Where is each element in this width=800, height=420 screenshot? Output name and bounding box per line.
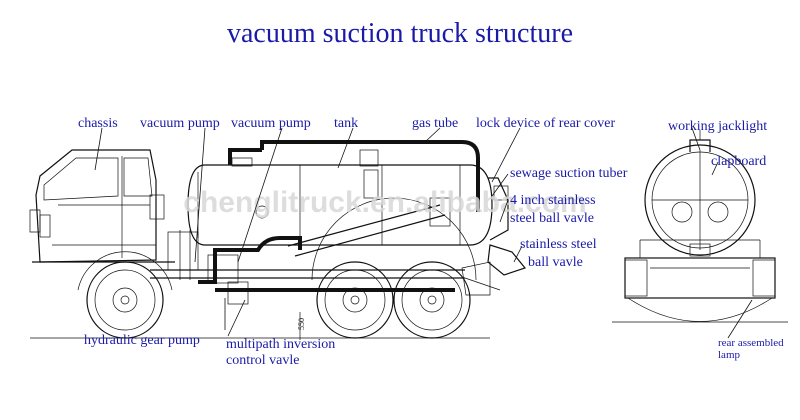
rear-tank-circle (644, 144, 756, 256)
label-inch-stainless-2: steel ball vavle (510, 211, 594, 226)
rear-wheel-1 (316, 261, 394, 339)
chassis-frame (32, 230, 465, 280)
rear-axle-arc (627, 297, 773, 322)
label-vacuum-pump-2: vacuum pump (231, 116, 311, 131)
label-stainless-steel-1: stainless steel (520, 237, 597, 252)
label-hydraulic-gear-pump: hydraulic gear pump (84, 333, 200, 348)
dimension-mark: 550 (297, 312, 306, 340)
piping (198, 197, 455, 305)
label-chassis: chassis (78, 116, 118, 131)
label-gas-tube: gas tube (412, 116, 458, 131)
front-wheel (77, 251, 173, 339)
rear-fender (311, 197, 477, 281)
truck-side-view: 550 (29, 140, 527, 340)
label-lock-device: lock device of rear cover (476, 116, 615, 131)
label-sewage-suction-tuber: sewage suction tuber (510, 166, 628, 181)
leader-lines (94, 127, 753, 339)
label-multipath-2: control vavle (226, 353, 299, 368)
label-working-jacklight: working jacklight (668, 119, 767, 134)
watermark: chenglitruck.en.alibaba.com (183, 186, 586, 219)
diagram-title: vacuum suction truck structure (227, 18, 573, 49)
label-inch-stainless-1: 4 inch stainless (510, 193, 596, 208)
label-tank: tank (334, 116, 358, 131)
truck-cab (29, 149, 165, 263)
label-rear-lamp-1: rear assembled (718, 337, 784, 349)
label-clapboard: clapboard (711, 154, 766, 169)
label-stainless-steel-2: ball vavle (528, 255, 583, 270)
gas-tube (260, 140, 480, 212)
label-multipath-1: multipath inversion (226, 337, 335, 352)
label-vacuum-pump-1: vacuum pump (140, 116, 220, 131)
label-rear-lamp-2: lamp (718, 349, 740, 361)
rear-wheel-2 (393, 261, 471, 339)
truck-rear-view (612, 130, 788, 323)
svg-text:550: 550 (297, 318, 306, 330)
